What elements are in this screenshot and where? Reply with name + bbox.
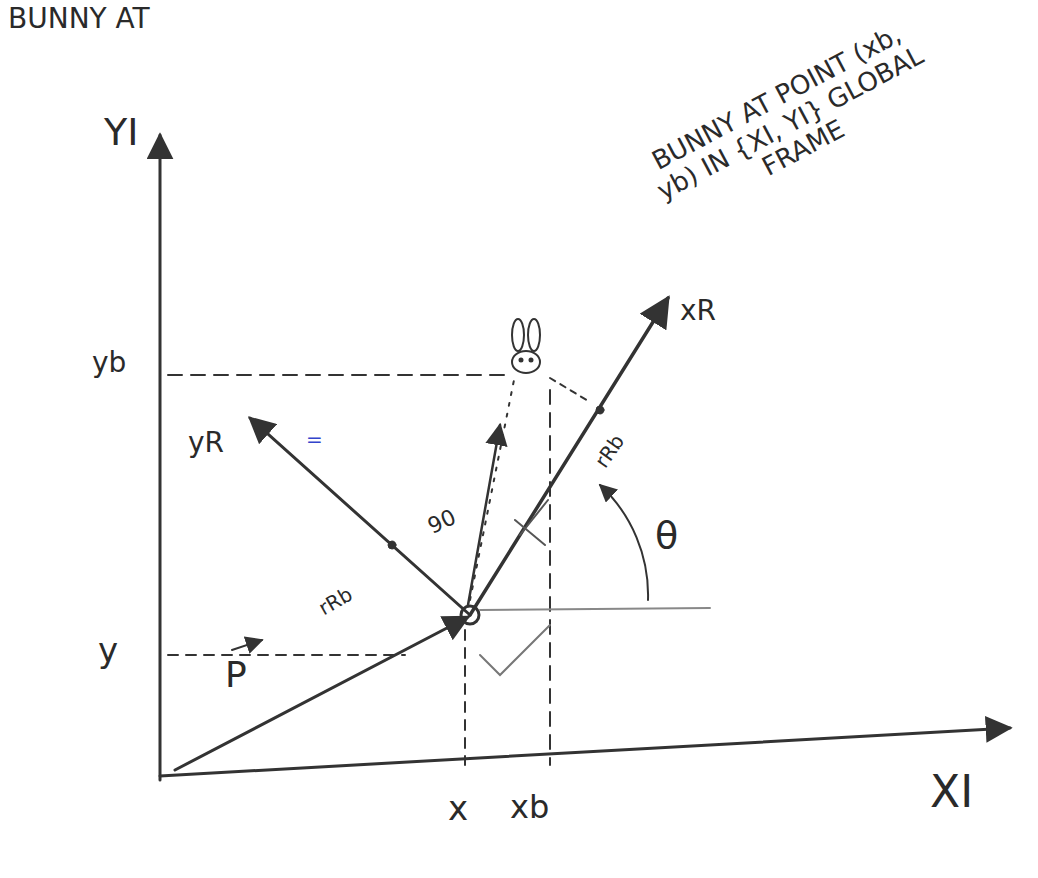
distance-label: rRb (315, 583, 356, 619)
frame-axis-label: yR (188, 428, 224, 459)
angle-label: θ (655, 515, 678, 557)
angle-label: 90 (424, 505, 460, 539)
axis-label: YI (104, 112, 138, 154)
axis-value: yb (92, 348, 126, 379)
vector-label: P (225, 655, 247, 695)
note-text: BUNNY AT (8, 4, 150, 35)
note-text: BUNNY AT POINT (xb, yb) IN {XI, YI} GLOB… (637, 15, 942, 232)
axis-label: XI (930, 768, 973, 816)
distance-label: rRb (590, 430, 628, 471)
frame-axis-label: xR (680, 296, 716, 327)
axis-value: xb (510, 790, 549, 825)
axis-value: y (98, 632, 118, 669)
axis-value: x (448, 790, 468, 827)
mark-label: = (306, 428, 323, 450)
